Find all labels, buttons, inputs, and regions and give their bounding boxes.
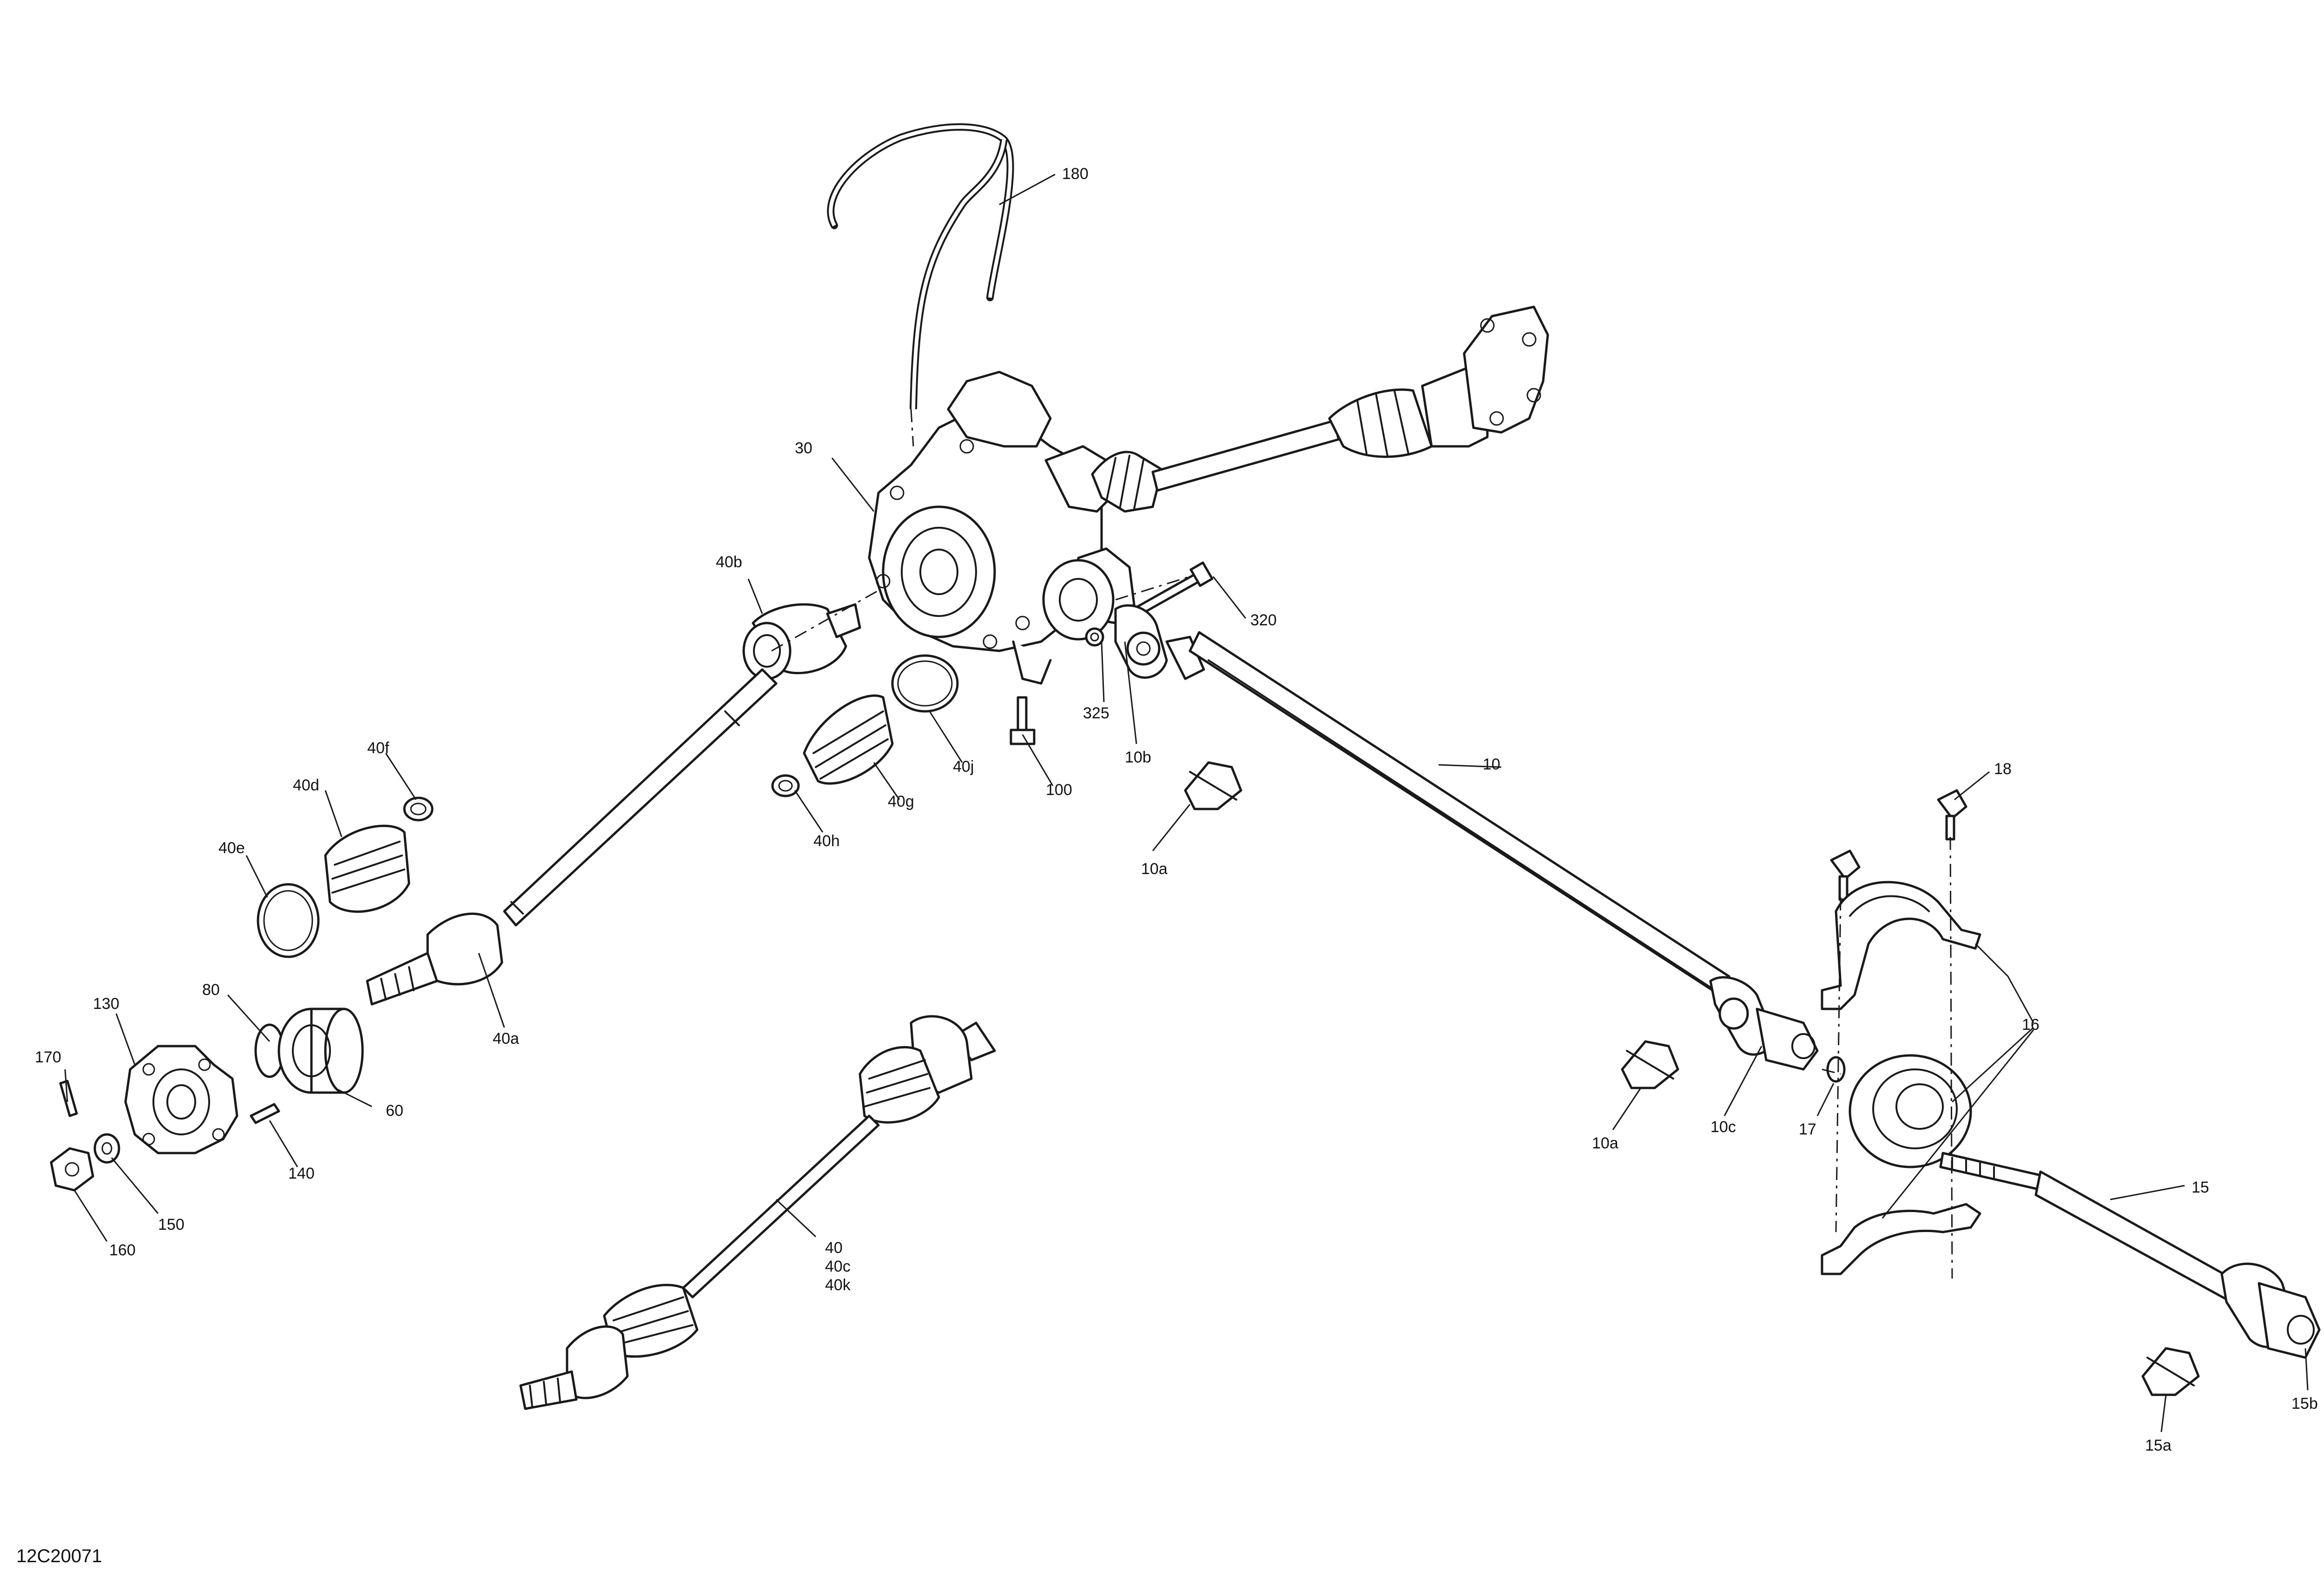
callout-16: 16 [2022, 1016, 2040, 1034]
callout-15: 15 [2192, 1179, 2209, 1196]
bolt-upper-support [1830, 849, 1861, 901]
callout-60: 60 [386, 1102, 403, 1120]
bearing-support-16 [1821, 881, 1981, 1275]
callout-15a: 15a [2145, 1437, 2172, 1454]
leader-lines [64, 173, 2309, 1432]
bolt-100 [1010, 696, 1036, 745]
cv-boot-40d [324, 824, 410, 913]
callout-100: 100 [1046, 781, 1072, 799]
washer-150 [93, 1133, 120, 1164]
callout-30: 30 [795, 439, 812, 457]
callout-325: 325 [1083, 704, 1109, 722]
callout-40k: 40k [825, 1276, 851, 1294]
wheel-stud-140 [250, 1103, 280, 1124]
wheel-hub-130 [124, 1045, 238, 1154]
boot-clamp-40f [403, 796, 434, 822]
right-drive-axle [1091, 305, 1549, 513]
callout-40e: 40e [218, 839, 245, 857]
callout-10-top: 10 [1483, 756, 1500, 773]
drive-axle-assembly-40 [519, 1015, 996, 1410]
assembly-axes [771, 409, 1953, 1279]
bolt-18 [1937, 789, 1967, 841]
callout-40a: 40a [493, 1030, 519, 1048]
callout-40: 40 [825, 1239, 843, 1257]
callout-17: 17 [1799, 1121, 1816, 1138]
propeller-shaft-10 [1114, 604, 1819, 1071]
breather-hose-180 [827, 123, 1014, 410]
boot-clamp-40e [257, 883, 320, 958]
snap-ring-17 [1826, 1056, 1846, 1083]
axle-shaft-40a [503, 668, 778, 927]
callout-170: 170 [35, 1048, 61, 1066]
differential-housing-30 [868, 371, 1136, 685]
wheel-bearing-60 [277, 1008, 364, 1094]
callout-160: 160 [109, 1241, 136, 1259]
u-joint-cross-10a-bottom [1621, 1040, 1679, 1089]
callout-40g: 40g [888, 793, 914, 810]
nut-325 [1085, 627, 1104, 647]
callout-180: 180 [1062, 165, 1089, 183]
callout-10b: 10b [1125, 749, 1151, 766]
callout-320: 320 [1250, 611, 1277, 629]
figure-reference-code: 12C20071 [16, 1546, 102, 1566]
callout-40b: 40b [716, 553, 742, 571]
boot-clamp-40h [771, 774, 800, 797]
callout-10a-top: 10a [1141, 860, 1168, 878]
callout-40f: 40f [367, 739, 390, 757]
callout-140: 140 [288, 1165, 315, 1182]
callout-18: 18 [1994, 760, 2012, 778]
callout-10c: 10c [1710, 1118, 1736, 1136]
callout-labels: 180 30 320 325 100 10b 10 10a 40b 40f 40… [35, 165, 2318, 1454]
inner-cv-joint-40b [742, 603, 861, 680]
boot-clamp-40j [891, 654, 959, 713]
callout-130: 130 [93, 995, 119, 1013]
callout-80: 80 [202, 981, 220, 999]
propeller-shaft-15 [1939, 1152, 2321, 1359]
callout-40h: 40h [813, 832, 840, 850]
callout-40j: 40j [953, 758, 974, 776]
cotter-pin-170 [59, 1080, 78, 1117]
callout-40c: 40c [825, 1258, 851, 1275]
callout-40d: 40d [293, 776, 319, 794]
outer-cv-joint-40a [366, 912, 503, 1006]
hub-nut-160 [50, 1147, 94, 1192]
callout-15b: 15b [2291, 1395, 2318, 1412]
cv-boot-40g [803, 694, 894, 785]
callout-150: 150 [158, 1216, 185, 1233]
callout-10a-bottom: 10a [1592, 1134, 1618, 1152]
u-joint-cross-15a [2141, 1347, 2200, 1396]
u-joint-cross-10a-top [1184, 761, 1242, 810]
